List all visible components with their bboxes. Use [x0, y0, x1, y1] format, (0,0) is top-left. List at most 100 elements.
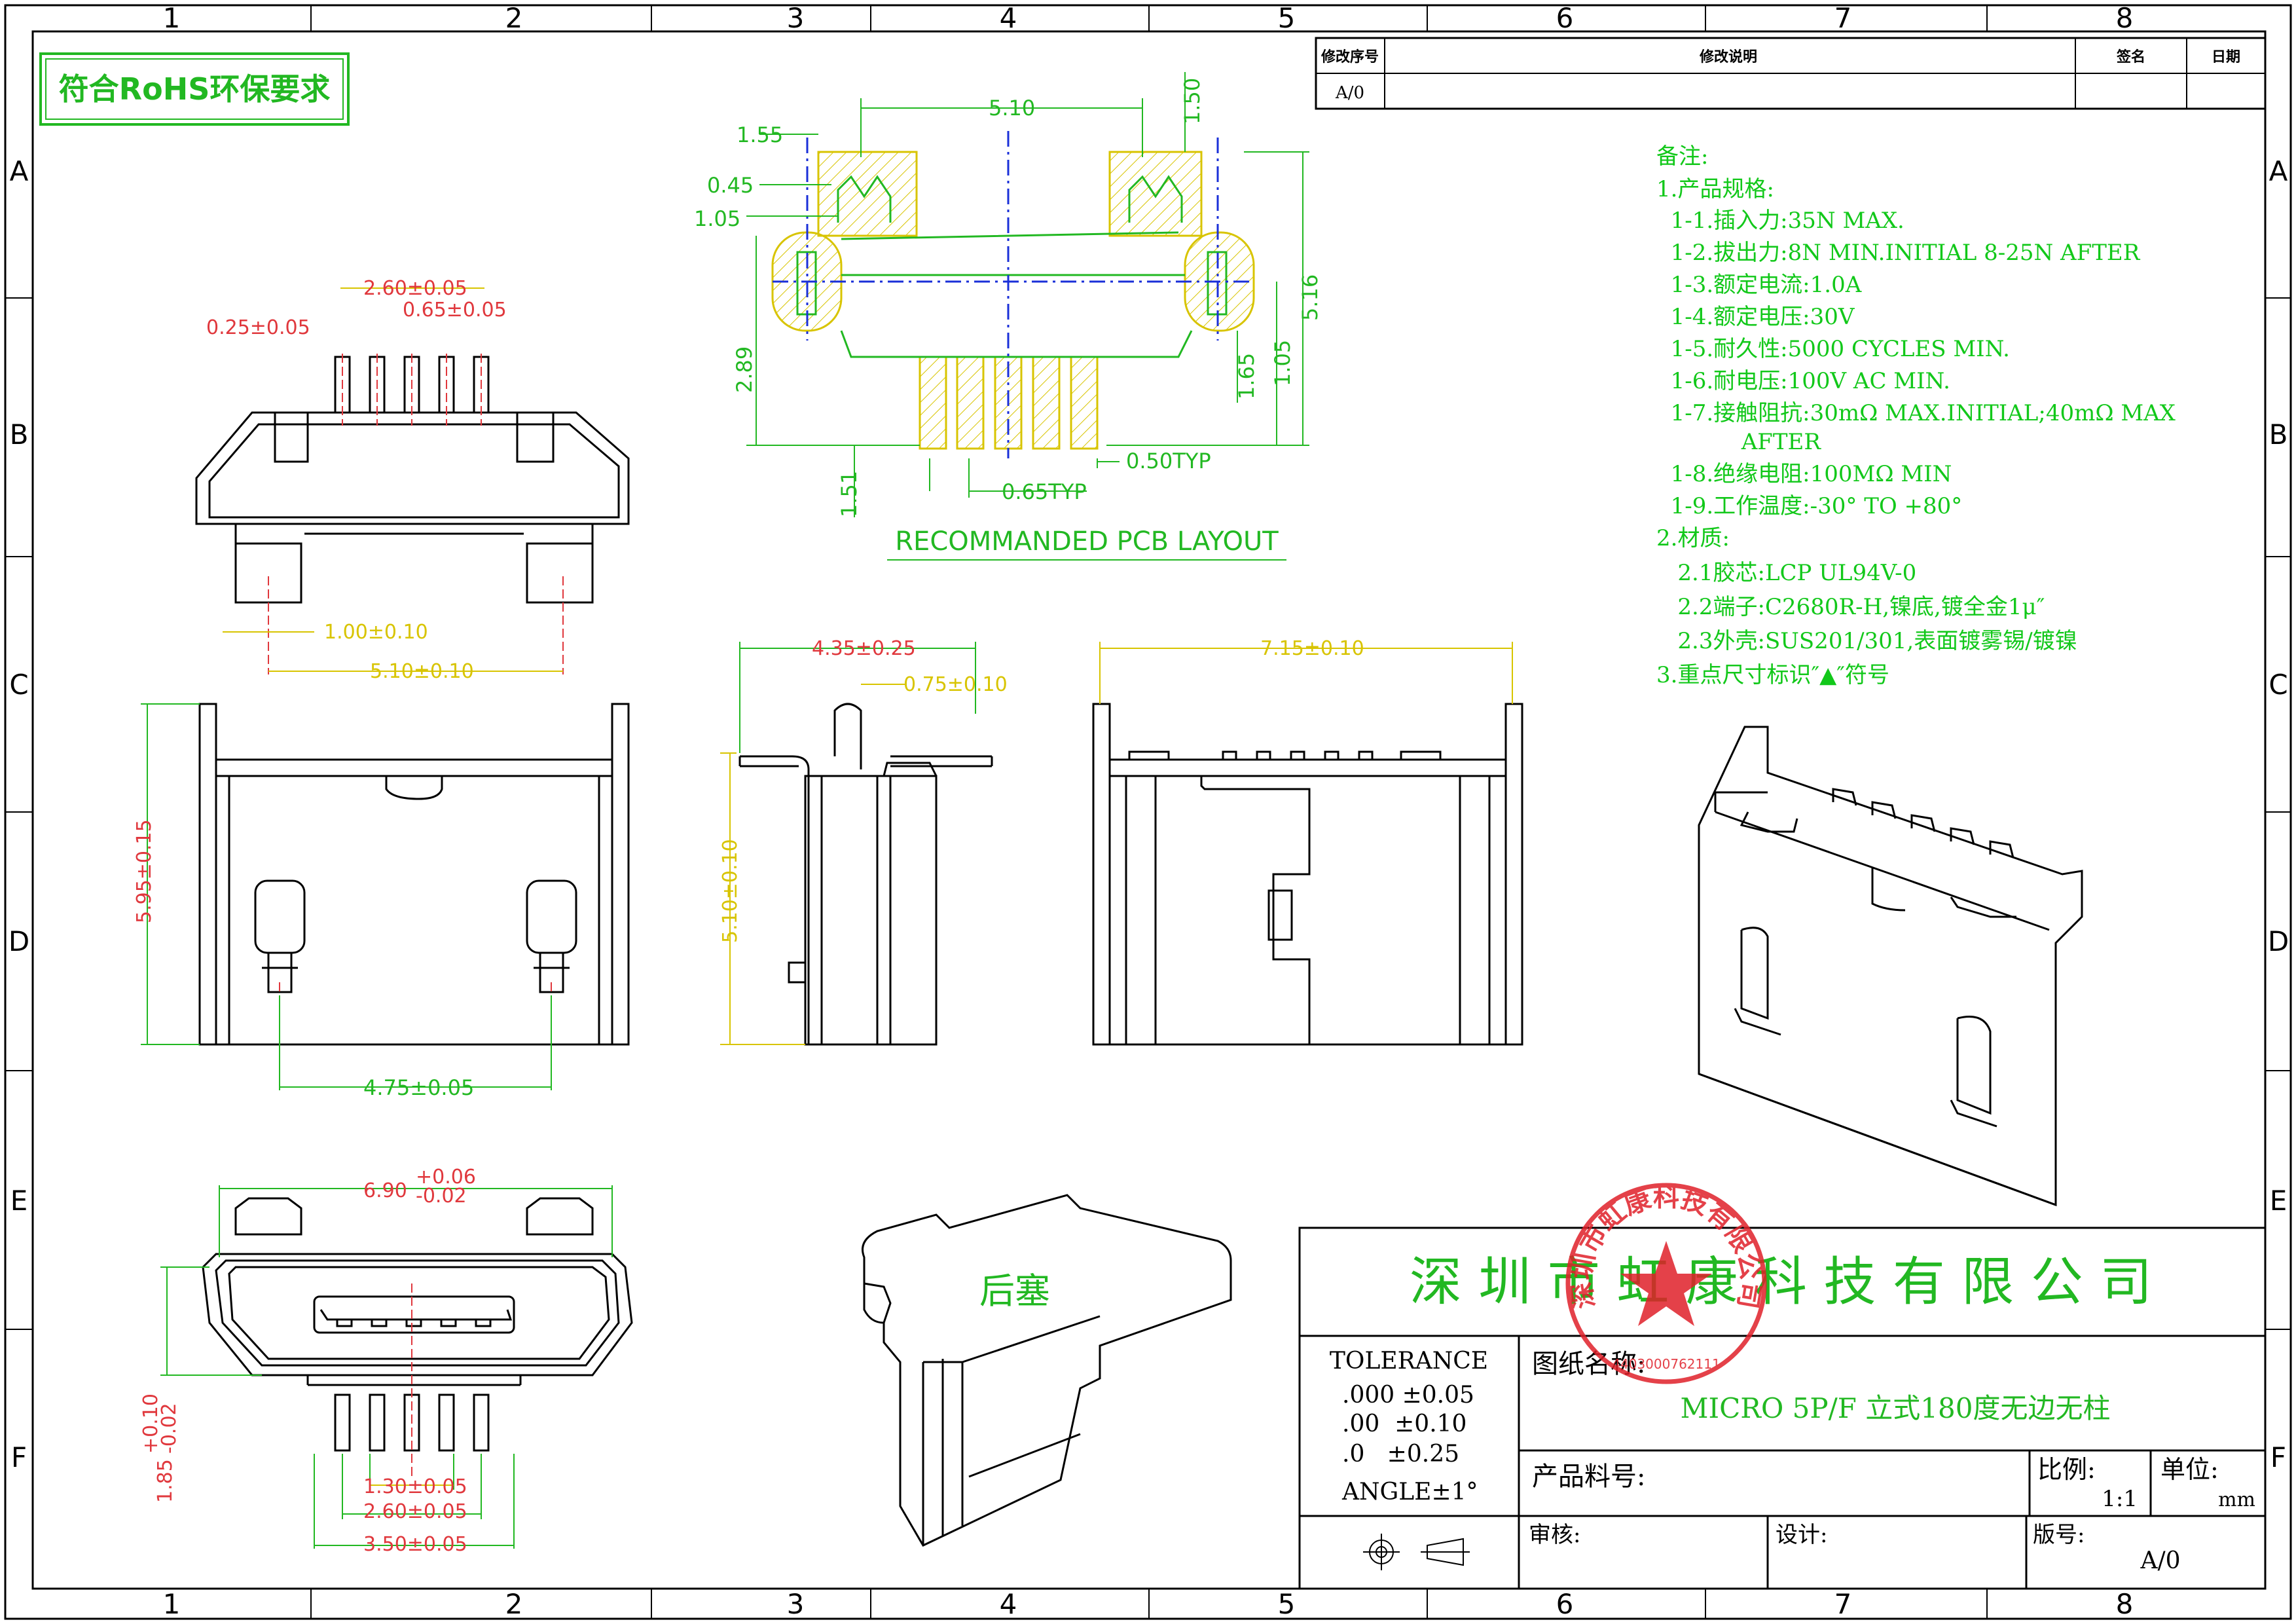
notes-line-10: 1-8.绝缘电阻:100MΩ MIN [1656, 461, 1952, 487]
bottom-view-dim-6-90: 6.90 [363, 1179, 407, 1202]
notes-line-13: 2.1胶芯:LCP UL94V-0 [1656, 560, 1916, 586]
zone-row-d-right: D [2268, 925, 2289, 957]
notes-line-14: 2.2端子:C2680R-H,镍底,镀全金1μ″ [1656, 594, 2045, 620]
side-view-dim-4-35: 4.35±0.25 [812, 637, 916, 660]
front-view-dim-lines [141, 703, 552, 1090]
pcb-dim-1-55: 1.55 [737, 122, 783, 147]
pcb-dim-width: 5.10 [989, 96, 1035, 120]
bottom-view-dim-2-60: 2.60±0.05 [363, 1500, 467, 1523]
isometric-view [1698, 726, 2083, 1207]
notes-line-8: 1-7.接触阻抗:30mΩ MAX.INITIAL;40mΩ MAX [1656, 400, 2176, 426]
zone-col-1-top: 1 [163, 2, 181, 34]
bottom-view-dim-1-30: 1.30±0.05 [363, 1475, 467, 1498]
zone-labels: 1 2 3 4 5 6 7 8 1 2 3 4 5 6 7 8 A B C D … [9, 2, 2289, 1620]
tolerance-3-decimal: .000 ±0.05 [1342, 1382, 1474, 1409]
design-label: 设计: [1776, 1522, 1827, 1548]
tolerance-angle: ANGLE±1° [1341, 1479, 1478, 1505]
side-view-dim-5-10: 5.10±0.10 [719, 839, 742, 943]
projection-symbol [1363, 1534, 1470, 1570]
drawing-name: MICRO 5P/F 立式180度无边无柱 [1681, 1392, 2111, 1424]
pcb-caption: RECOMMANDED PCB LAYOUT [895, 526, 1279, 557]
stamp-number: 4403000762111 [1612, 1356, 1720, 1372]
revision-header-desc: 修改说明 [1699, 48, 1757, 65]
rear-view-dim-lines [1099, 642, 1513, 704]
pcb-dim-0-50typ: 0.50TYP [1126, 449, 1211, 473]
notes-line-7: 1-6.耐电压:100V AC MIN. [1656, 368, 1950, 394]
unit-label: 单位: [2160, 1455, 2219, 1484]
rohs-text: 符合RoHS环保要求 [59, 71, 331, 107]
zone-col-5-top: 5 [1278, 2, 1296, 34]
pcb-dimension-lines [746, 72, 1309, 561]
zone-row-e-left: E [10, 1185, 28, 1217]
notes-line-9: AFTER [1656, 429, 1821, 455]
company-stamp: 深圳市虹康科技有限公司 4403000762111 [1565, 1182, 1767, 1384]
bottom-view-dim-lines [160, 1185, 613, 1549]
version-label: 版号: [2033, 1522, 2085, 1548]
notes-line-16: 3.重点尺寸标识″▲″符号 [1656, 662, 1889, 688]
zone-col-7-top: 7 [1834, 2, 1852, 34]
zone-col-7-bottom: 7 [1834, 1588, 1852, 1620]
zone-row-f-left: F [11, 1441, 27, 1473]
version-value: A/0 [2140, 1547, 2180, 1574]
scale-value: 1:1 [2102, 1486, 2138, 1512]
revision-header-date: 日期 [2212, 49, 2240, 65]
bottom-view: 6.90 +0.06 -0.02 1.85 +0.10 -0.02 1.30±0… [139, 1166, 633, 1556]
scale-label: 比例: [2037, 1455, 2096, 1484]
pcb-dim-0-65typ: 0.65TYP [1002, 479, 1087, 504]
zone-row-a-left: A [10, 155, 29, 187]
pcb-dim-1-05: 1.05 [694, 206, 740, 231]
bottom-view-dim-plus: +0.06 [416, 1166, 476, 1189]
zone-col-5-bottom: 5 [1278, 1588, 1296, 1620]
plug-label: 后塞 [979, 1270, 1050, 1312]
front-view-dim-height: 5.95±0.15 [133, 819, 156, 923]
zone-col-2-top: 2 [505, 2, 523, 34]
pcb-dim-1-05b: 1.05 [1270, 340, 1295, 386]
notes-line-15: 2.3外壳:SUS201/301,表面镀雾锡/镀镍 [1656, 628, 2077, 654]
notes-line-5: 1-4.额定电压:30V [1656, 304, 1855, 330]
part-number-label: 产品料号: [1532, 1462, 1645, 1492]
bottom-view-dim-minus: -0.02 [416, 1185, 467, 1208]
pcb-centerlines [773, 131, 1254, 458]
pcb-dim-1-51: 1.51 [837, 471, 862, 517]
tolerance-title: TOLERANCE [1330, 1348, 1488, 1375]
zone-row-c-left: C [9, 669, 28, 701]
bottom-view-dim-height: 1.85 [154, 1459, 177, 1503]
zone-col-6-bottom: 6 [1556, 1588, 1574, 1620]
pcb-dim-0-45: 0.45 [707, 173, 754, 198]
zone-col-8-bottom: 8 [2116, 1588, 2134, 1620]
tolerance-1-decimal: .0 ±0.25 [1342, 1441, 1459, 1467]
title-block: 深 圳 市 虹 康 科 技 有 限 公 司 TOLERANCE .000 ±0.… [1298, 1227, 2267, 1590]
top-view-dim-lines [223, 287, 563, 672]
bottom-view-dim-height-minus: -0.02 [158, 1403, 181, 1454]
rear-view: 7.15±0.10 [1092, 637, 1523, 1046]
notes-line-3: 1-2.拔出力:8N MIN.INITIAL 8-25N AFTER [1656, 240, 2141, 266]
zone-col-4-top: 4 [1000, 2, 1017, 34]
top-view-dim-1-00: 1.00±0.10 [324, 621, 428, 644]
tolerance-2-decimal: .00 ±0.10 [1342, 1411, 1467, 1437]
zone-row-f-right: F [2270, 1441, 2286, 1473]
zone-col-1-bottom: 1 [163, 1588, 181, 1620]
top-view-dim-5-10: 5.10±0.10 [370, 660, 474, 683]
pcb-dim-1-50: 1.50 [1180, 78, 1205, 124]
side-view: 4.35±0.25 0.75±0.10 5.10±0.10 [719, 637, 1008, 1046]
spec-notes: 备注: 1.产品规格: 1-1.插入力:35N MAX. 1-2.拔出力:8N … [1656, 143, 2176, 688]
zone-row-a-right: A [2269, 155, 2288, 187]
top-view-dim-pitch: 2.60±0.05 [363, 277, 467, 300]
notes-line-12: 2.材质: [1656, 525, 1730, 551]
notes-line-4: 1-3.额定电流:1.0A [1656, 272, 1862, 298]
notes-line-1: 1.产品规格: [1656, 176, 1774, 202]
front-view: 5.95±0.15 4.75±0.05 [133, 703, 630, 1100]
rear-view-dim-7-15: 7.15±0.10 [1260, 637, 1364, 660]
notes-line-11: 1-9.工作温度:-30° TO +80° [1656, 493, 1962, 519]
zone-row-d-left: D [9, 925, 29, 957]
company-name: 深 圳 市 虹 康 科 技 有 限 公 司 [1410, 1251, 2152, 1312]
zone-row-c-right: C [2269, 669, 2287, 701]
rear-plug-view: 后塞 [862, 1194, 1232, 1547]
revision-table: 修改序号 修改说明 签名 日期 A/0 [1315, 37, 2267, 110]
pcb-dim-2-89: 2.89 [732, 346, 757, 393]
zone-row-b-left: B [10, 418, 29, 451]
pcb-dim-1-65: 1.65 [1234, 353, 1259, 399]
pcb-dim-5-16: 5.16 [1298, 274, 1322, 321]
